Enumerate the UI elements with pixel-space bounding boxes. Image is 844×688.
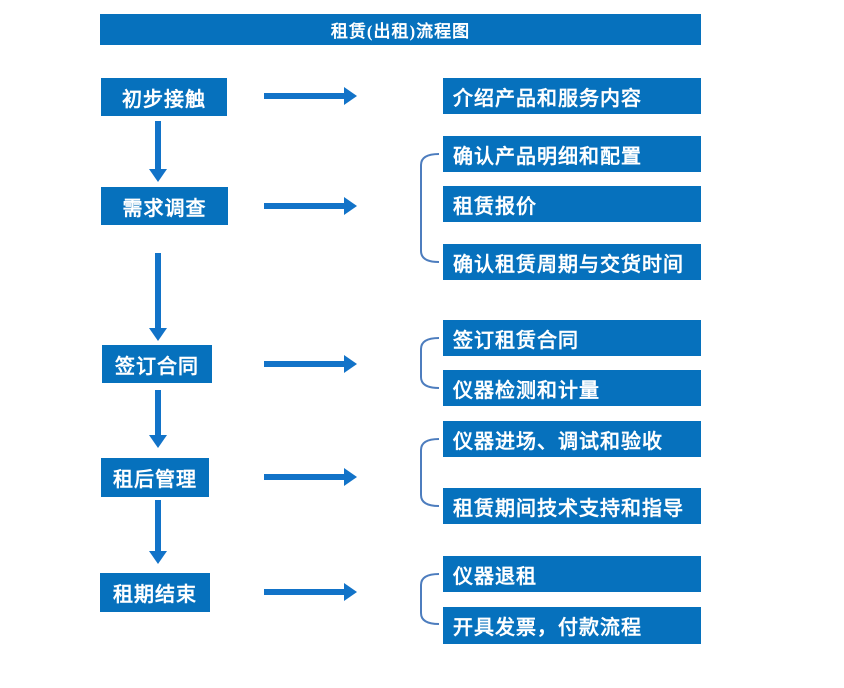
step-box-post-rental-management: 租后管理 xyxy=(101,458,209,497)
detail-box-instrument-entry-debug-acceptance: 仪器进场、调试和验收 xyxy=(443,421,701,457)
detail-box-introduce-products-services: 介绍产品和服务内容 xyxy=(443,78,701,114)
flowchart-title: 租赁(出租)流程图 xyxy=(100,14,701,45)
detail-box-confirm-rental-period-delivery: 确认租赁周期与交货时间 xyxy=(443,244,701,280)
right-arrow-icon xyxy=(264,87,357,105)
step-box-initial-contact: 初步接触 xyxy=(101,78,227,116)
detail-box-technical-support-guidance: 租赁期间技术支持和指导 xyxy=(443,488,701,524)
down-arrow-icon xyxy=(149,253,167,341)
detail-box-instrument-return: 仪器退租 xyxy=(443,556,701,592)
detail-box-rental-quote: 租赁报价 xyxy=(443,186,701,222)
step-box-demand-survey: 需求调查 xyxy=(101,187,228,225)
right-arrow-icon xyxy=(264,197,357,215)
detail-box-confirm-product-details: 确认产品明细和配置 xyxy=(443,136,701,172)
step-box-rental-period-end: 租期结束 xyxy=(100,573,210,612)
group-bracket-icon xyxy=(419,337,441,389)
right-arrow-icon xyxy=(264,468,357,486)
down-arrow-icon xyxy=(149,500,167,564)
down-arrow-icon xyxy=(149,121,167,182)
detail-box-invoice-payment-process: 开具发票，付款流程 xyxy=(443,607,701,644)
detail-box-sign-rental-contract: 签订租赁合同 xyxy=(443,320,701,356)
down-arrow-icon xyxy=(149,390,167,448)
right-arrow-icon xyxy=(264,583,357,601)
group-bracket-icon xyxy=(419,573,441,625)
step-box-sign-contract: 签订合同 xyxy=(102,345,212,383)
group-bracket-icon xyxy=(419,153,441,263)
detail-box-instrument-testing-metering: 仪器检测和计量 xyxy=(443,370,701,406)
group-bracket-icon xyxy=(419,438,441,507)
right-arrow-icon xyxy=(264,355,357,373)
